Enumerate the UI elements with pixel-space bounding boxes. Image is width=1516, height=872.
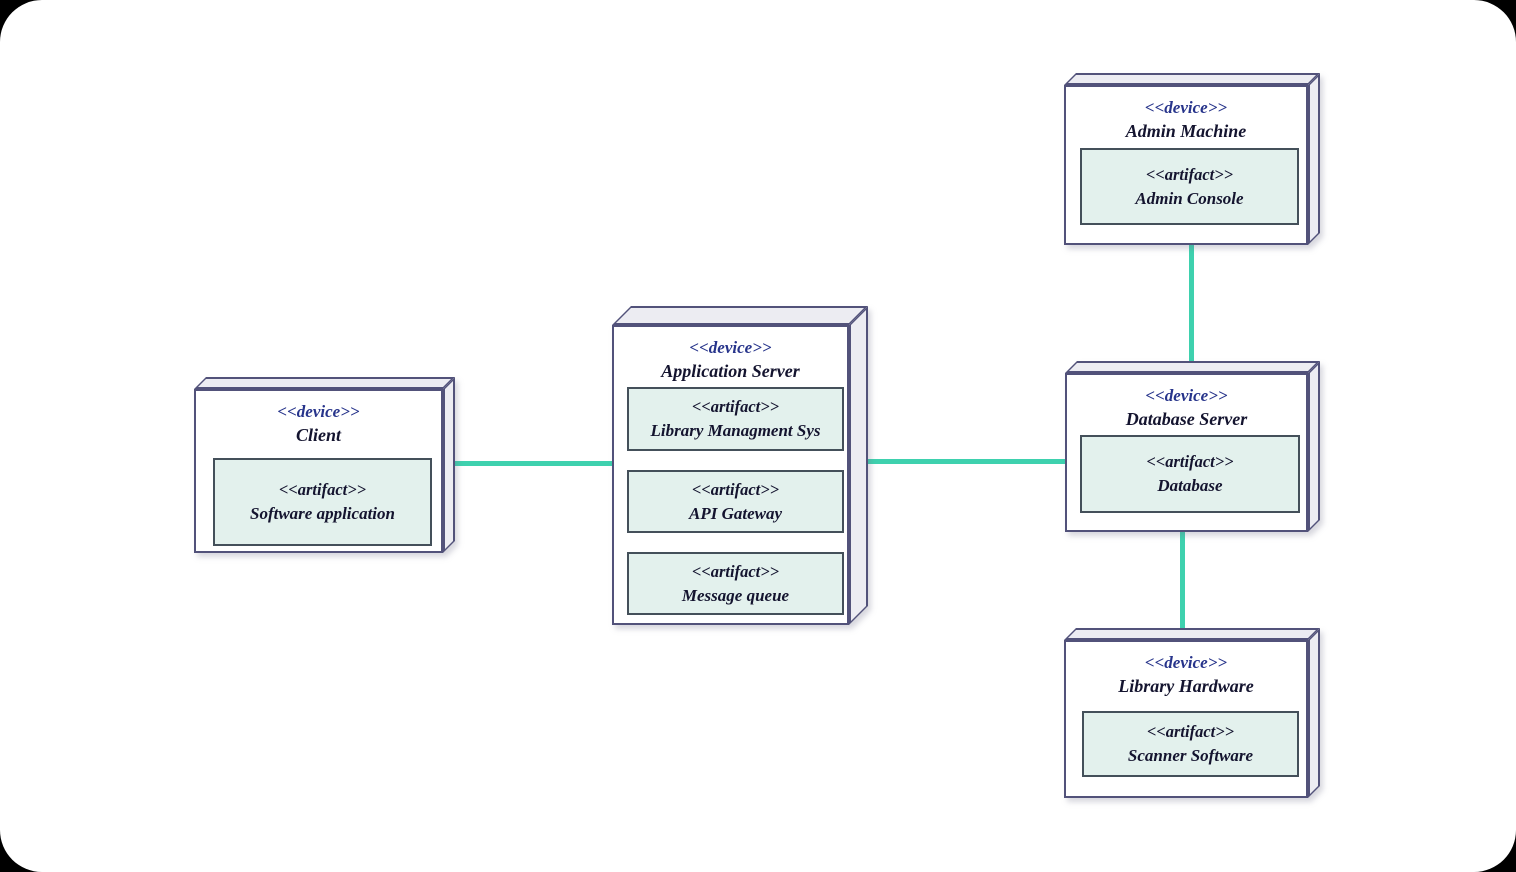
connector-adminmachine-dbserver (1189, 243, 1194, 365)
artifact-stereotype: <<artifact>> (1146, 452, 1234, 471)
artifact-api-gateway: <<artifact>> API Gateway (627, 470, 844, 533)
device-name: Library Hardware (1118, 676, 1254, 696)
device-stereotype: <<device>> (689, 338, 772, 357)
artifact-name: Software application (250, 504, 395, 523)
node-side-face (849, 306, 868, 625)
artifact-name: API Gateway (688, 503, 783, 523)
artifact-software-application: <<artifact>> Software application (213, 458, 432, 546)
node-front-face: <<device>> Client <<artifact>> Software … (194, 389, 443, 553)
artifact-library-managment-sys: <<artifact>> Library Managment Sys (627, 387, 844, 451)
device-node-database-server: <<device>> Database Server <<artifact>> … (1065, 361, 1320, 532)
node-front-face: <<device>> Application Server <<artifact… (612, 325, 849, 625)
artifact-scanner-software: <<artifact>> Scanner Software (1082, 711, 1299, 777)
connector-appserver-dbserver (866, 459, 1067, 464)
device-name: Database Server (1125, 409, 1248, 429)
node-top-face (194, 377, 455, 389)
device-name: Client (295, 425, 341, 445)
device-node-client: <<device>> Client <<artifact>> Software … (194, 377, 455, 553)
artifact-stereotype: <<artifact>> (1145, 164, 1234, 184)
device-stereotype: <<device>> (1144, 653, 1228, 672)
node-side-face (1308, 73, 1320, 245)
node-front-face: <<device>> Library Hardware <<artifact>>… (1064, 640, 1308, 798)
device-stereotype: <<device>> (277, 402, 360, 421)
node-side-face (1308, 361, 1320, 532)
artifact-admin-console: <<artifact>> Admin Console (1080, 148, 1299, 225)
artifact-stereotype: <<artifact>> (1146, 722, 1235, 741)
node-top-face (1064, 628, 1320, 640)
node-side-face (1308, 628, 1320, 798)
device-name: Application Server (661, 361, 800, 381)
artifact-name: Scanner Software (1127, 746, 1254, 765)
artifact-name: Library Managment Sys (650, 421, 821, 440)
artifact-name: Message queue (681, 585, 790, 605)
node-top-face (1064, 73, 1320, 85)
device-stereotype: <<device>> (1144, 98, 1228, 117)
node-top-face (612, 306, 868, 325)
connector-client-appserver (452, 461, 614, 466)
artifact-message-queue: <<artifact>> Message queue (627, 552, 844, 615)
node-top-face (1065, 361, 1320, 373)
artifact-database: <<artifact>> Database (1080, 435, 1300, 513)
node-side-face (443, 377, 455, 553)
artifact-stereotype: <<artifact>> (691, 397, 780, 416)
node-front-face: <<device>> Database Server <<artifact>> … (1065, 373, 1308, 532)
artifact-stereotype: <<artifact>> (278, 480, 367, 499)
node-front-face: <<device>> Admin Machine <<artifact>> Ad… (1064, 85, 1308, 245)
artifact-name: Admin Console (1135, 188, 1244, 208)
device-name: Admin Machine (1125, 121, 1247, 141)
artifact-name: Database (1157, 476, 1223, 495)
connector-dbserver-libraryhardware (1180, 530, 1185, 630)
device-node-library-hardware: <<device>> Library Hardware <<artifact>>… (1064, 628, 1320, 798)
device-stereotype: <<device>> (1145, 386, 1228, 405)
artifact-stereotype: <<artifact>> (691, 479, 780, 499)
device-node-admin-machine: <<device>> Admin Machine <<artifact>> Ad… (1064, 73, 1320, 245)
device-node-application-server: <<device>> Application Server <<artifact… (612, 306, 868, 625)
artifact-stereotype: <<artifact>> (691, 561, 780, 581)
